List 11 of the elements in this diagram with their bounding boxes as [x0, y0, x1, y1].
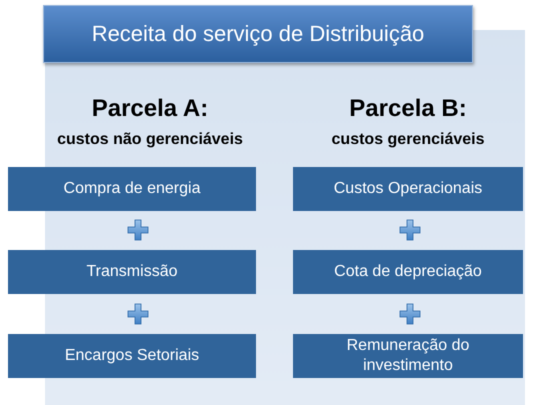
process-box: Compra de energia [8, 167, 256, 211]
process-box: Custos Operacionais [293, 167, 523, 211]
process-box: Transmissão [8, 250, 256, 294]
process-box: Remuneração do investimento [293, 334, 523, 378]
column-subheading: custos não gerenciáveis [56, 131, 244, 149]
column-heading: Parcela B: [348, 95, 468, 123]
process-box: Cota de depreciação [293, 250, 523, 294]
process-box: Encargos Setoriais [8, 334, 256, 378]
column-heading: Parcela A: [90, 95, 210, 123]
title-box: Receita do serviço de Distribuição [43, 5, 473, 63]
column-subheading: custos gerenciáveis [330, 131, 486, 149]
